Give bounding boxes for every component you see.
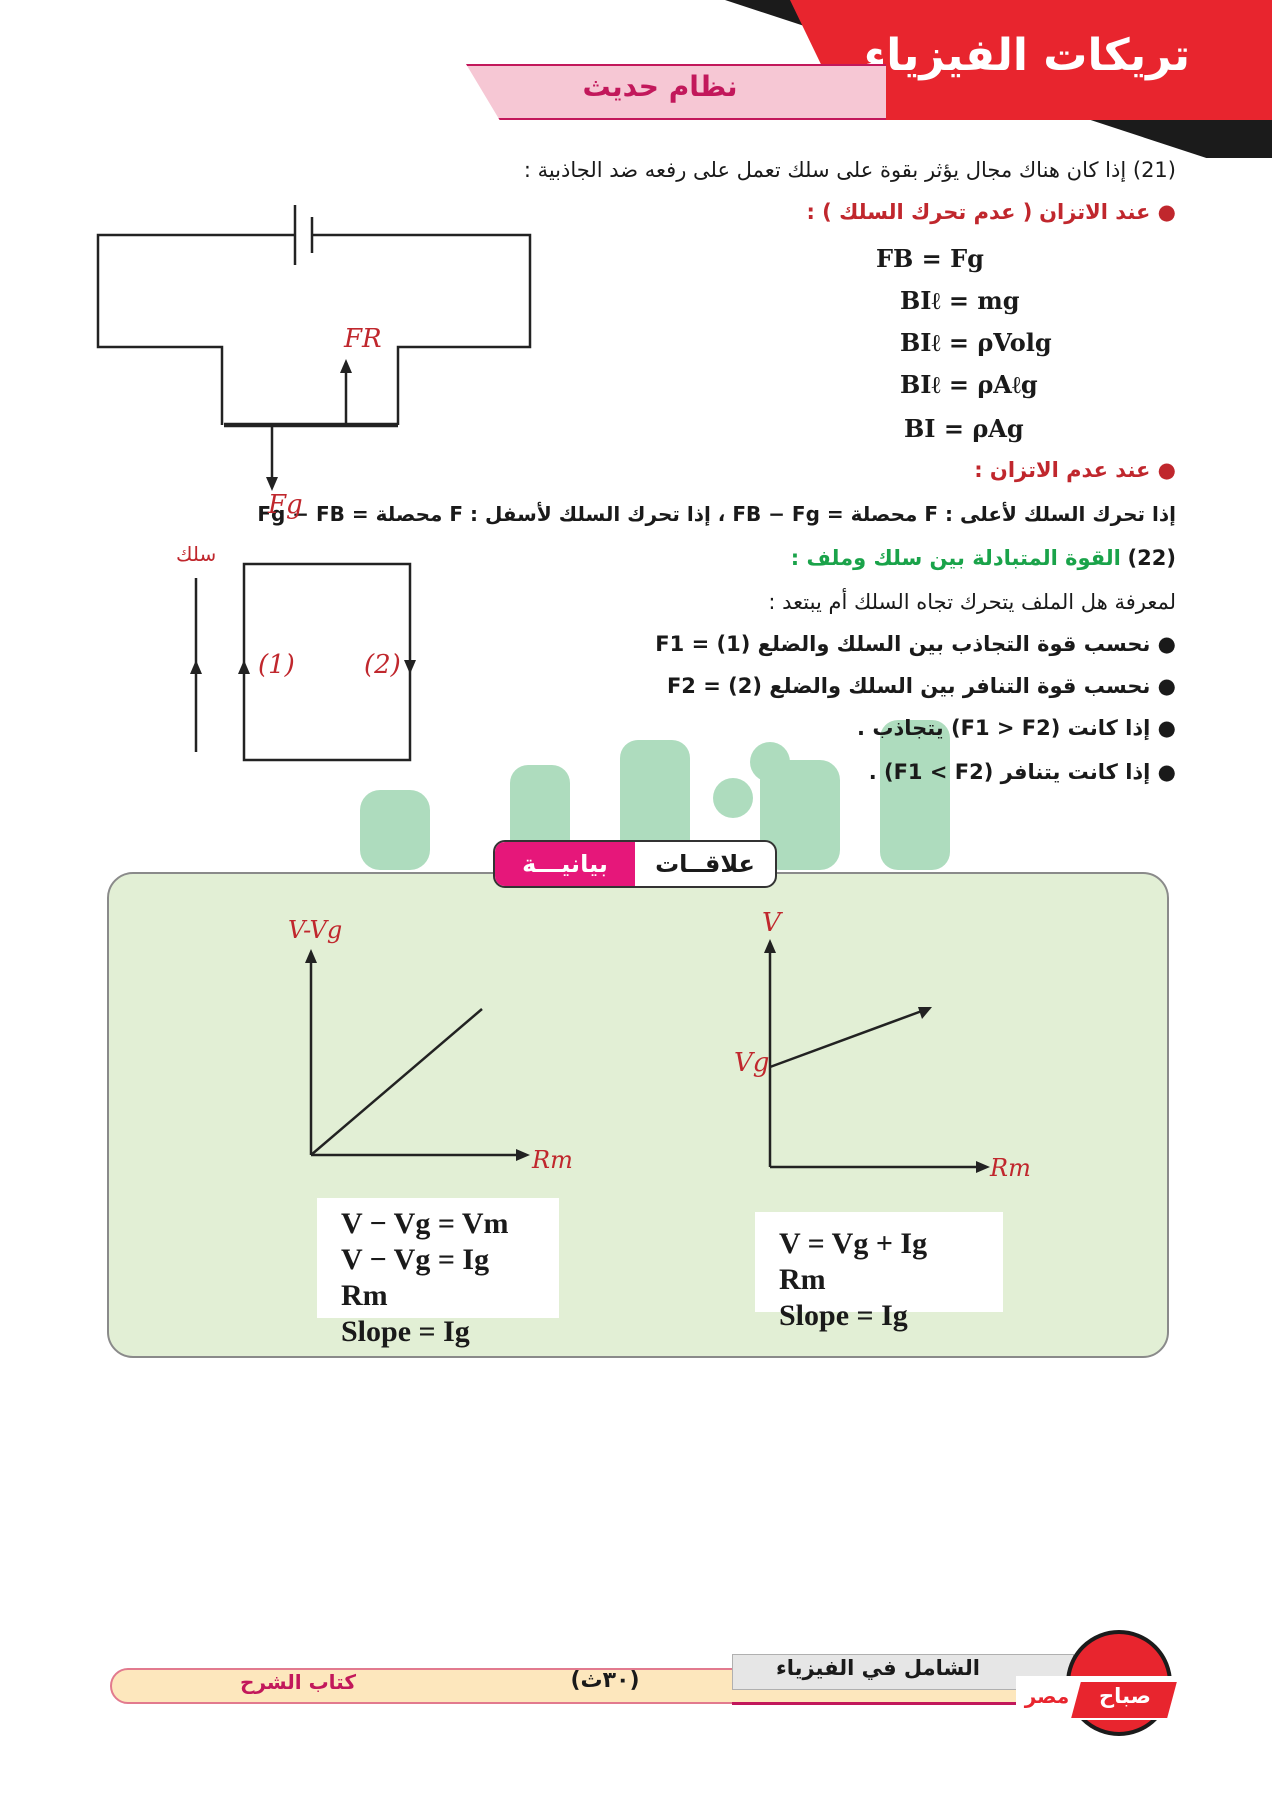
right-graph-intercept-label: Vg: [734, 1048, 770, 1078]
force-fg-label: Fg: [268, 490, 303, 520]
side-2-label: (2): [364, 650, 401, 680]
right-graph: [764, 939, 990, 1173]
q22-bullet-3: ● إذا كانت (F1 > F2) يتجاذب .: [857, 716, 1176, 740]
graph-panel-tab: بيانيـــة علاقــات: [493, 840, 777, 888]
graph-relations-panel: [107, 872, 1169, 1358]
left-graph: [305, 949, 530, 1161]
side1-current-arrowhead: [238, 660, 250, 674]
q22-bullet-4: ● إذا كانت يتنافر (F1 < F2) .: [868, 760, 1176, 784]
left-eq3: Slope = Ig: [341, 1315, 470, 1348]
header-subtitle-band: [466, 64, 886, 120]
q21-eq5: BI = ρAg: [904, 414, 1024, 443]
q21-eq3: BIℓ = ρVolg: [900, 328, 1052, 357]
right-graph-equations: V = Vg + Ig Rm Slope = Ig: [755, 1212, 1003, 1332]
right-graph-line: [769, 1006, 931, 1069]
q22-wire-loop-diagram: [190, 562, 416, 762]
q21-eq4: BIℓ = ρAℓg: [900, 370, 1038, 399]
footer-section-label: كتاب الشرح: [240, 1670, 356, 1694]
side-1-label: (1): [258, 650, 295, 680]
right-eq1: V = Vg + Ig Rm: [779, 1227, 928, 1296]
force-down-arrowhead: [266, 477, 278, 491]
footer-logo-word: صباح: [1099, 1684, 1151, 1708]
page-subtitle: نظام حديث: [582, 70, 738, 103]
right-graph-y-label: V: [762, 908, 781, 938]
q22-heading: القوة المتبادلة بين سلك وملف :: [790, 546, 1121, 570]
q22-heading-line: (22) القوة المتبادلة بين سلك وملف :: [791, 546, 1176, 570]
q21-equilibrium-heading: ● عند الاتزان: [1039, 200, 1176, 224]
footer-page-code: (٣٠ث): [570, 1668, 640, 1693]
left-graph-line: [310, 1008, 483, 1156]
q21-eq2: BIℓ = mg: [900, 286, 1020, 315]
wire-current-arrowhead: [190, 660, 202, 674]
q21-equilibrium-line: ● عند الاتزان ( عدم تحرك السلك ) :: [806, 200, 1176, 224]
q22-bullet-1: ● نحسب قوة التجاذب بين السلك والضلع (1) …: [655, 632, 1176, 656]
force-fr-label: FR: [344, 324, 382, 354]
footer-book-title: الشامل في الفيزياء: [775, 1656, 980, 1680]
q22-bullet-2: ● نحسب قوة التنافر بين السلك والضلع (2) …: [666, 674, 1176, 698]
page-title: تريكات الفيزياء: [863, 30, 1190, 81]
side2-current-arrowhead: [404, 660, 416, 674]
right-eq2: Slope = Ig: [779, 1299, 908, 1332]
left-eq1: V − Vg = Vm: [341, 1207, 509, 1240]
tab-relations: علاقــات: [655, 850, 755, 878]
q21-eq1: FB = Fg: [876, 244, 984, 273]
left-graph-x-label: Rm: [532, 1146, 573, 1174]
right-graph-x-label: Rm: [990, 1154, 1031, 1182]
q21-equilibrium-note: ( عدم تحرك السلك ) :: [806, 200, 1033, 224]
q22-intro: لمعرفة هل الملف يتحرك تجاه السلك أم يبتع…: [768, 590, 1176, 614]
q21-circuit-diagram: [96, 205, 532, 491]
wire-label: سلك: [176, 542, 217, 566]
footer-logo-text: مصر: [1024, 1684, 1070, 1708]
footer-title-box: [732, 1654, 1074, 1690]
q21-non-equilibrium-text: إذا تحرك السلك لأعلى : F محصلة = FB − Fg…: [257, 502, 1176, 526]
q21-non-equilibrium-heading: ● عند عدم الاتزان :: [974, 458, 1176, 482]
left-graph-equations: V − Vg = Vm V − Vg = Ig Rm Slope = Ig: [317, 1198, 559, 1348]
force-up-arrowhead: [340, 359, 352, 373]
q22-heading-num: (22): [1127, 546, 1176, 570]
footer-underline: [732, 1702, 1072, 1705]
left-graph-y-label: V-Vg: [288, 916, 343, 944]
tab-graphical: بيانيـــة: [495, 842, 635, 886]
q21-intro: (21) إذا كان هناك مجال يؤثر بقوة على سلك…: [523, 158, 1176, 182]
left-eq2: V − Vg = Ig Rm: [341, 1243, 490, 1312]
